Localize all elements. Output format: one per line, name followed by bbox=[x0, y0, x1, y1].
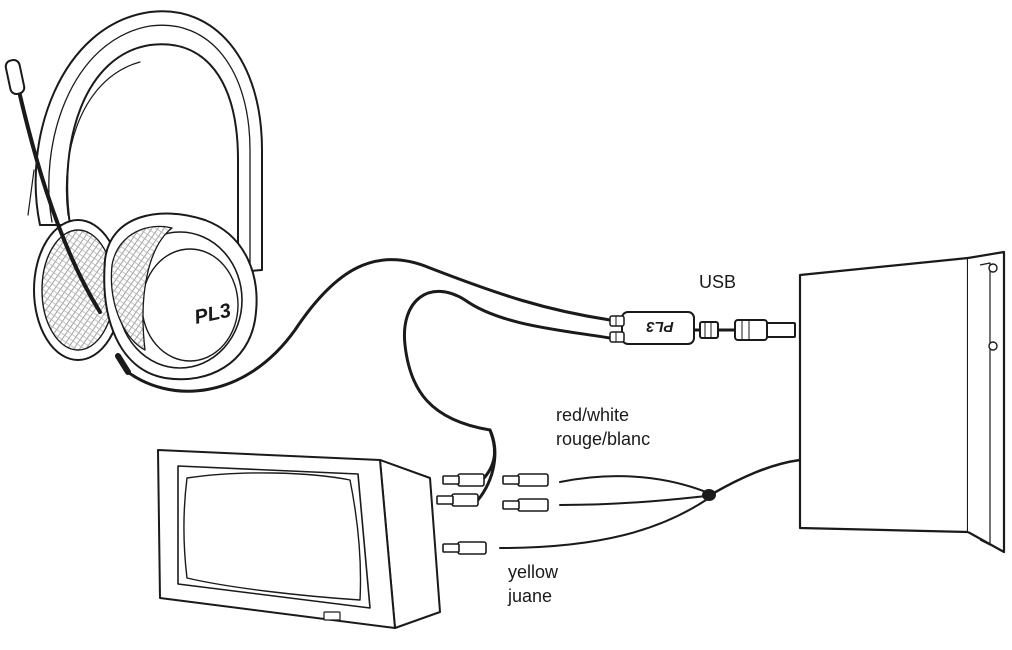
microphone-boom bbox=[14, 76, 102, 314]
amplifier-brand-mark: PL3 bbox=[646, 318, 674, 335]
rca-plugs-amp bbox=[436, 473, 485, 507]
cable-splitter bbox=[702, 489, 716, 501]
cables bbox=[123, 258, 802, 549]
audio-connection-label: red/white bbox=[556, 405, 630, 425]
game-console bbox=[798, 250, 1006, 554]
av-cable bbox=[710, 458, 802, 496]
video-connection-label-french: juane bbox=[508, 586, 553, 606]
rca-plugs-console bbox=[442, 473, 549, 555]
audio-connection-label-french: rouge/blanc bbox=[556, 429, 651, 449]
television bbox=[157, 449, 441, 629]
video-connection-label: yellow bbox=[508, 562, 559, 582]
usb-amplifier bbox=[609, 311, 695, 345]
amp-rca-cable bbox=[402, 289, 612, 432]
usb-label: USB bbox=[699, 272, 737, 292]
headset-cable bbox=[123, 258, 612, 393]
headset-illustration bbox=[4, 10, 263, 381]
usb-plug bbox=[699, 319, 796, 341]
headband bbox=[34, 10, 263, 273]
